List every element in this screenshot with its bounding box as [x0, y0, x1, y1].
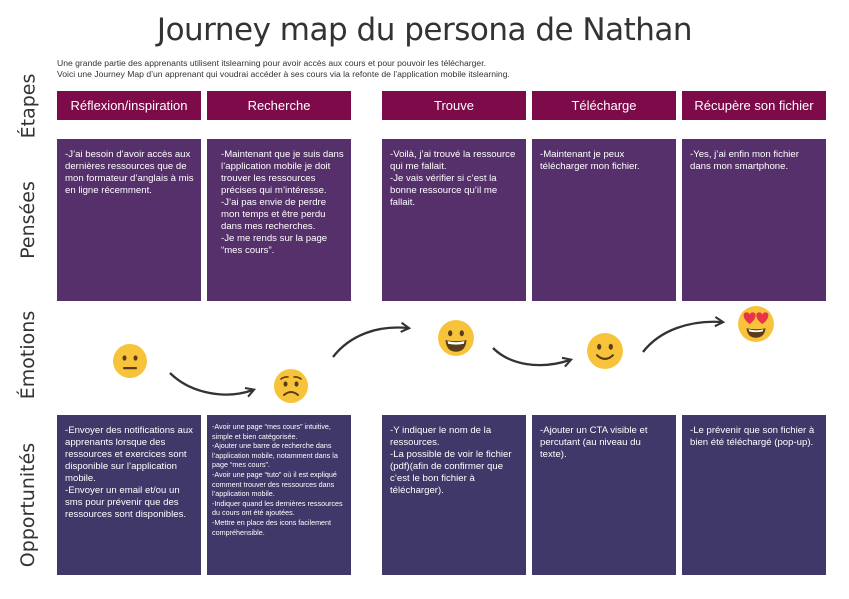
opportunity-line: -Mettre en place des icons facilement co… [212, 517, 332, 537]
stage-header-5: Récupère son fichier [682, 91, 826, 120]
thought-line: -Je vais vérifier si c’est la bonne ress… [390, 173, 498, 208]
opportunity-line: -Envoyer un email et/ou un sms pour prév… [65, 485, 187, 520]
intro-text: Une grande partie des apprenants utilise… [57, 58, 817, 80]
intro-line-1: Une grande partie des apprenants utilise… [57, 58, 486, 68]
opportunity-box-3: -Y indiquer le nom de la ressources. -La… [382, 415, 526, 575]
opportunity-box-5: -Le prévenir que son fichier à bien été … [682, 415, 826, 575]
thought-box-3: -Voilà, j’ai trouvé la ressource qui me … [382, 139, 526, 301]
arrow-4 [642, 316, 726, 353]
opportunity-line: -Indiquer quand les dernières ressources… [212, 498, 343, 518]
stage-header-4: Télécharge [532, 91, 676, 120]
opportunity-line: -Avoir une page “tuto” où il est expliqu… [212, 469, 337, 499]
opportunity-box-4: -Ajouter un CTA visible et percutant (au… [532, 415, 676, 575]
opportunity-box-1: -Envoyer des notifications aux apprenant… [57, 415, 201, 575]
opportunity-box-2: -Avoir une page “mes cours” intuitive, s… [207, 415, 351, 575]
thought-box-4: -Maintenant je peux télécharger mon fich… [532, 139, 676, 301]
opportunity-line: -Ajouter un CTA visible et percutant (au… [540, 425, 648, 460]
thought-line: -Voilà, j’ai trouvé la ressource qui me … [390, 149, 516, 172]
thought-box-5: -Yes, j’ai enfin mon fichier dans mon sm… [682, 139, 826, 301]
thought-line: -J’ai pas envie de perdre mon temps et ê… [221, 197, 327, 232]
opportunity-line: -Envoyer des notifications aux apprenant… [65, 425, 193, 484]
neutral-face-icon [113, 344, 147, 378]
opportunity-line: -Y indiquer le nom de la ressources. [390, 425, 492, 448]
arrow-2 [332, 321, 412, 358]
thought-box-1: -J’ai besoin d’avoir accès aux dernières… [57, 139, 201, 301]
stage-header-2: Recherche [207, 91, 351, 120]
stage-header-3: Trouve [382, 91, 526, 120]
opportunity-line: -Avoir une page “mes cours” intuitive, s… [212, 422, 331, 441]
heart-eyes-face-icon [738, 306, 774, 342]
thought-line: -Je me rends sur la page “mes cours”. [221, 233, 328, 256]
thought-line: -Yes, j’ai enfin mon fichier dans mon sm… [690, 149, 799, 172]
smiling-face-icon [587, 333, 623, 369]
thought-line: -Maintenant que je suis dans l’applicati… [221, 149, 344, 196]
grinning-face-icon [438, 320, 474, 356]
page-title: Journey map du persona de Nathan [156, 12, 693, 48]
opportunity-line: -Ajouter une barre de recherche dans l’a… [212, 441, 338, 470]
thought-line: -Maintenant je peux télécharger mon fich… [540, 149, 640, 172]
intro-line-2: Voici une Journey Map d’un apprenant qui… [57, 69, 510, 79]
thought-line: -J’ai besoin d’avoir accès aux dernières… [65, 149, 194, 196]
opportunity-line: -Le prévenir que son fichier à bien été … [690, 425, 815, 448]
opportunity-line: -La possible de voir le fichier (pdf)(af… [390, 449, 512, 496]
worried-face-icon [274, 369, 308, 403]
arrow-3 [492, 347, 574, 368]
stage-header-1: Réflexion/inspiration [57, 91, 201, 120]
thought-box-2: -Maintenant que je suis dans l’applicati… [207, 139, 351, 301]
arrow-1 [169, 372, 257, 398]
